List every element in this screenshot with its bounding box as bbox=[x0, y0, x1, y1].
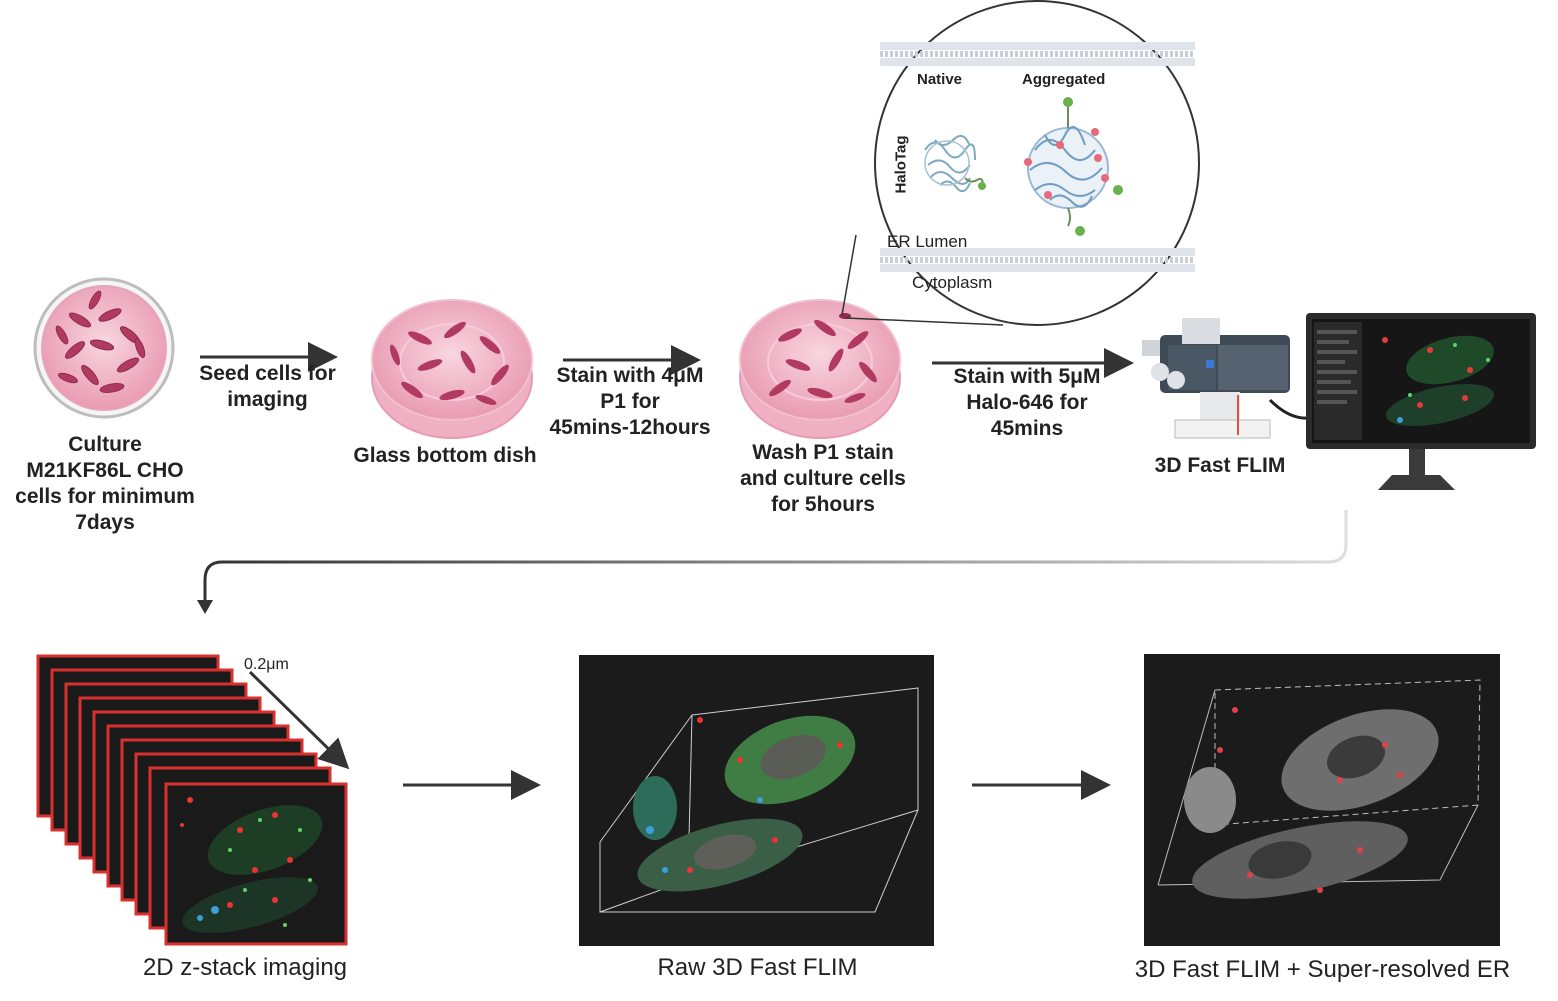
monitor-icon bbox=[1306, 313, 1536, 490]
microscope-label: 3D Fast FLIM bbox=[1154, 454, 1286, 477]
seed-label: Seed cells for imaging bbox=[190, 361, 345, 413]
raw-flim-label: Raw 3D Fast FLIM bbox=[657, 954, 858, 981]
stain-halo-label: Stain with 5μM Halo-646 for 45mins bbox=[937, 364, 1117, 442]
culture-line-4: 7days bbox=[75, 511, 135, 534]
aggregated-protein bbox=[1024, 97, 1123, 236]
zstack-label: 2D z-stack imaging bbox=[142, 954, 348, 981]
culture-line-1: Culture bbox=[68, 433, 142, 456]
seed-line-1: Seed cells for bbox=[199, 362, 336, 385]
cells bbox=[55, 290, 146, 393]
stain-halo-line-2: Halo-646 for bbox=[966, 391, 1088, 414]
aggregated-label: Aggregated bbox=[1022, 71, 1106, 88]
cytoplasm-label: Cytoplasm bbox=[912, 273, 993, 292]
wash-line-1: Wash P1 stain bbox=[752, 441, 894, 464]
super-resolved-image bbox=[1144, 654, 1500, 946]
cells bbox=[390, 321, 509, 405]
er-lumen-label: ER Lumen bbox=[887, 232, 968, 251]
connector-arrow bbox=[203, 510, 1348, 608]
stain-p1-line-3: 45mins-12hours bbox=[549, 416, 711, 439]
glass-bottom-dish bbox=[371, 299, 533, 439]
native-label: Native bbox=[917, 71, 963, 88]
monitor-image bbox=[1382, 335, 1494, 426]
stained-dish bbox=[739, 299, 901, 439]
wash-label: Wash P1 stain and culture cells for 5hou… bbox=[728, 440, 918, 518]
stain-halo-line-3: 45mins bbox=[990, 417, 1064, 440]
er-inset bbox=[874, 0, 1200, 326]
culture-line-2: M21KF86L CHO bbox=[26, 459, 184, 482]
culture-dish bbox=[33, 277, 175, 419]
native-protein bbox=[924, 134, 986, 193]
seed-line-2: imaging bbox=[227, 388, 308, 411]
stain-p1-line-2: P1 for bbox=[600, 390, 660, 413]
wash-line-3: for 5hours bbox=[771, 493, 875, 516]
culture-line-3: cells for minimum bbox=[15, 485, 195, 508]
membrane-top bbox=[880, 42, 1195, 66]
stain-p1-label: Stain with 4μM P1 for 45mins-12hours bbox=[540, 363, 720, 441]
stain-p1-line-1: Stain with 4μM bbox=[556, 364, 704, 387]
raw-3d-image bbox=[579, 655, 934, 946]
cells bbox=[769, 313, 877, 403]
z-step-arrow bbox=[248, 670, 350, 770]
microscope-icon bbox=[1142, 318, 1311, 439]
z-stack-image bbox=[180, 797, 323, 933]
process-arrows bbox=[200, 342, 1134, 378]
stain-halo-line-1: Stain with 5μM bbox=[953, 365, 1101, 388]
zoom-lines bbox=[841, 234, 1004, 326]
membrane-bottom bbox=[880, 248, 1195, 272]
dish-label: Glass bottom dish bbox=[353, 444, 537, 467]
wash-line-2: and culture cells bbox=[740, 467, 906, 490]
halotag-label: HaloTag bbox=[892, 135, 910, 194]
culture-label: Culture M21KF86L CHO cells for minimum 7… bbox=[10, 432, 200, 536]
connector-arrow-head bbox=[197, 600, 213, 614]
super-resolved-label: 3D Fast FLIM + Super-resolved ER bbox=[1134, 956, 1511, 983]
step-size-label: 0.2μm bbox=[244, 656, 289, 673]
